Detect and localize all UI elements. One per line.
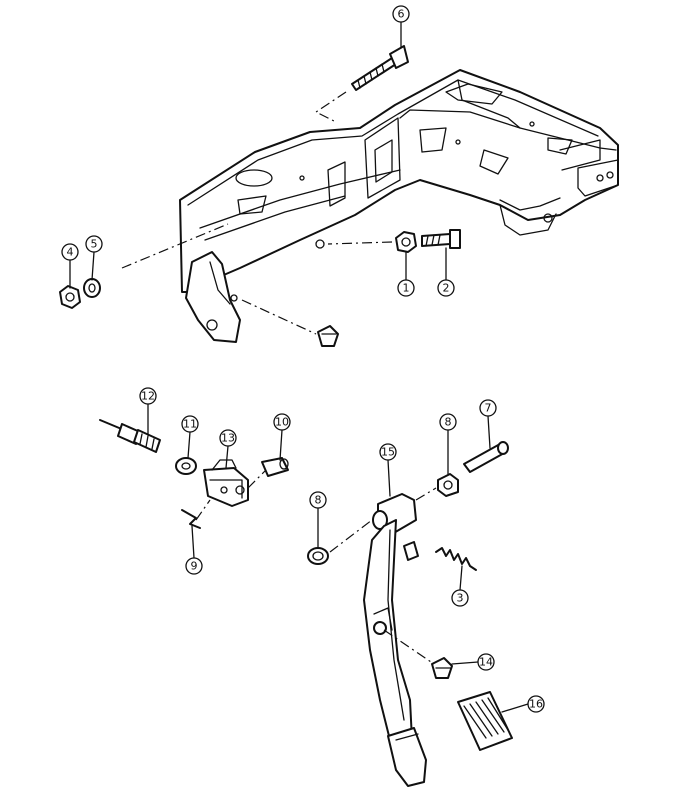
- callout-8-left: 8: [309, 491, 327, 549]
- callout-10: 10: [273, 413, 291, 461]
- callout-9: 9: [185, 525, 203, 575]
- callout-4: 4: [61, 243, 79, 289]
- bushing-10: [261, 457, 289, 477]
- svg-text:10: 10: [275, 416, 289, 429]
- callout-7: 7: [479, 399, 497, 449]
- callout-16: 16: [501, 695, 545, 713]
- callout-15: 15: [379, 443, 397, 497]
- callout-11: 11: [181, 415, 199, 459]
- svg-text:3: 3: [457, 592, 464, 605]
- pivot-pin-7: [463, 441, 509, 473]
- svg-text:6: 6: [398, 8, 405, 21]
- svg-text:14: 14: [479, 656, 493, 669]
- svg-text:7: 7: [485, 402, 492, 415]
- bolt-6: [351, 45, 409, 91]
- callout-12: 12: [139, 387, 157, 435]
- bushing-8-right: [437, 473, 459, 497]
- callout-6: 6: [392, 5, 410, 49]
- nut-1: [395, 231, 417, 253]
- callout-3: 3: [451, 565, 469, 607]
- svg-text:4: 4: [67, 246, 74, 259]
- washer-5: [83, 278, 101, 298]
- svg-text:16: 16: [529, 698, 543, 711]
- bolt-2: [421, 229, 461, 249]
- callout-13: 13: [219, 429, 237, 469]
- bushing-11: [175, 457, 197, 475]
- callout-5: 5: [85, 235, 103, 281]
- svg-text:12: 12: [141, 390, 155, 403]
- svg-text:9: 9: [191, 560, 198, 573]
- svg-text:2: 2: [443, 282, 450, 295]
- svg-text:1: 1: [403, 282, 410, 295]
- callout-8-right: 8: [439, 413, 457, 475]
- bolt-14: [431, 657, 453, 679]
- callout-2: 2: [437, 247, 455, 297]
- nut-4: [59, 285, 81, 309]
- svg-text:11: 11: [183, 418, 197, 431]
- clutch-pedal-15: [363, 493, 427, 787]
- pedal-bracket: [179, 69, 619, 343]
- bushing-8-left: [307, 547, 329, 565]
- callout-14: 14: [451, 653, 495, 671]
- callout-1: 1: [397, 251, 415, 297]
- svg-text:15: 15: [381, 446, 395, 459]
- pedal-pad-16: [457, 691, 513, 751]
- bracket-bolt: [317, 325, 339, 347]
- svg-text:8: 8: [315, 494, 322, 507]
- clip-9: [181, 509, 201, 529]
- svg-text:8: 8: [445, 416, 452, 429]
- svg-text:5: 5: [91, 238, 98, 251]
- return-spring-3: [435, 547, 477, 571]
- clevis-13: [203, 459, 249, 507]
- pushrod-12: [99, 419, 161, 453]
- svg-text:13: 13: [221, 432, 235, 445]
